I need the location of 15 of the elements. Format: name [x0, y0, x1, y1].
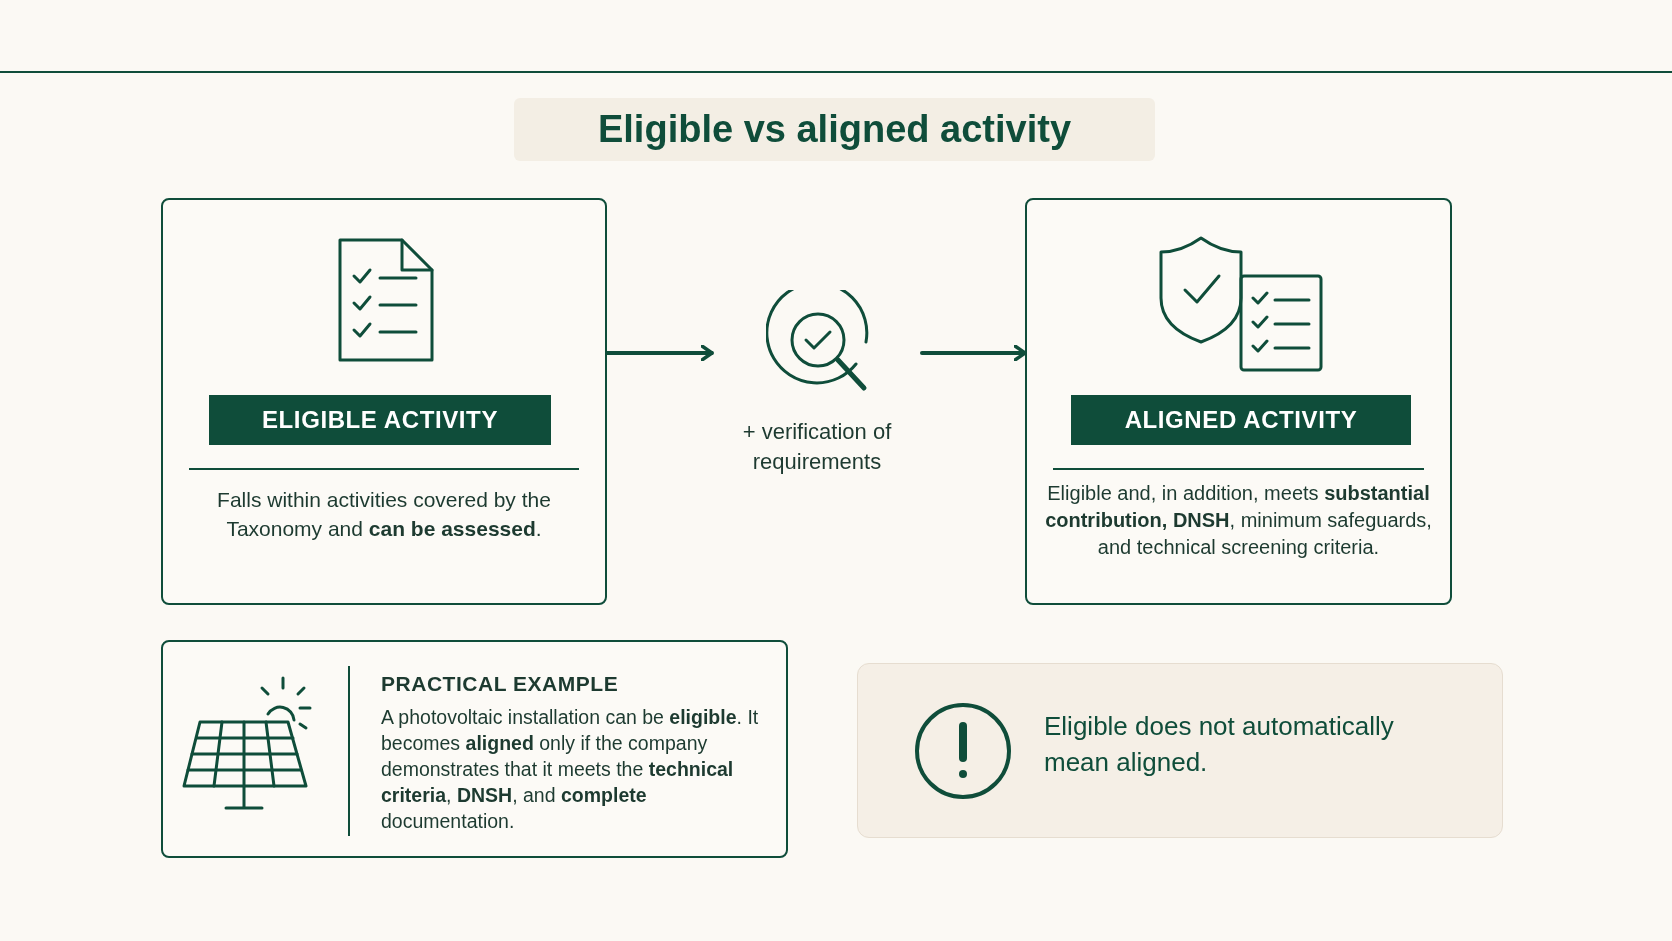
note-box: [857, 663, 1503, 838]
example-heading: PRACTICAL EXAMPLE: [381, 671, 619, 697]
description-text: Falls within activities covered by the Taxonomy and can be assessed.: [216, 487, 552, 542]
activity-card: [161, 198, 607, 605]
description-text: Eligible and, in addition, meets substantial contribution, DNSH, minimum safeguards, and technical screening criteria.: [1045, 481, 1432, 560]
arrow: [920, 344, 1027, 362]
verification-label: + verification of requirements: [741, 418, 893, 476]
activity-banner: ELIGIBLE ACTIVITY: [209, 395, 551, 445]
title-banner: Eligible vs aligned activity: [514, 98, 1155, 161]
arrow: [605, 344, 714, 362]
note-text: Eligible does not automatically mean aligned.: [1044, 710, 1395, 779]
example-text: A photovoltaic installation can be eligible. It becomes aligned only if the company demonstrates that it meets the technical criteria, DNSH, and complete documentation.: [381, 705, 760, 834]
activity-banner: ALIGNED ACTIVITY: [1071, 395, 1411, 445]
activity-card: [1025, 198, 1452, 605]
example-box: [161, 640, 788, 858]
